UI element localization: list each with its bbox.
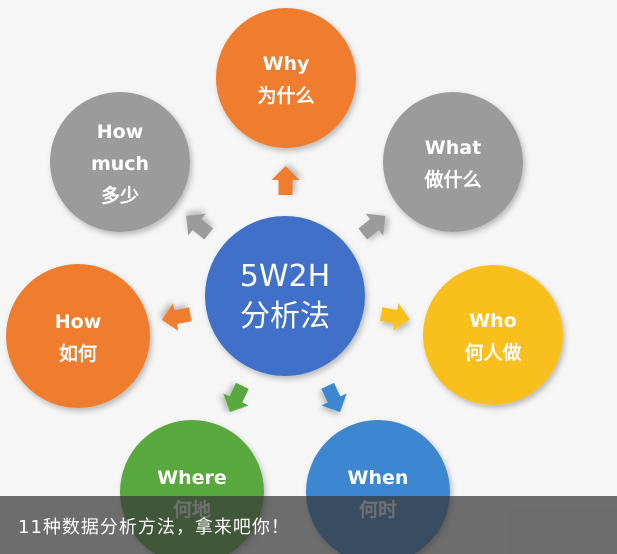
- node-label-why-1: 为什么: [257, 84, 314, 107]
- node-label-what-1: 做什么: [423, 168, 481, 191]
- arrow-shape-what: [358, 213, 386, 240]
- node-circle-how: [6, 264, 150, 408]
- arrow-to-how-much: [186, 213, 214, 240]
- arrow-to-who: [379, 303, 410, 331]
- node-label-who-0: Who: [469, 310, 517, 332]
- arrow-to-when: [321, 382, 347, 413]
- arrow-shape-who: [379, 303, 410, 331]
- node-label-who-1: 何人做: [464, 341, 521, 364]
- arrow-to-how: [161, 303, 192, 331]
- center-title: 5W2H: [240, 259, 330, 294]
- node-why: Why 为什么: [216, 8, 356, 148]
- arrow-shape-how: [161, 303, 192, 331]
- arrow-to-what: [358, 213, 386, 240]
- node-label-what-0: What: [425, 137, 481, 159]
- caption-text: 11种数据分析方法，拿来吧你！: [18, 517, 290, 538]
- node-how: How 如何: [6, 264, 150, 408]
- node-label-why-0: Why: [263, 53, 310, 75]
- node-who: Who 何人做: [423, 265, 563, 405]
- node-circle-how-much: [50, 92, 190, 232]
- arrow-shape-why: [271, 166, 300, 196]
- node-label-how-much-1: much: [91, 153, 149, 175]
- center-node: 5W2H 分析法: [205, 216, 365, 376]
- arrow-to-where: [223, 382, 249, 413]
- node-label-how-1: 如何: [59, 342, 97, 365]
- center-circle: [205, 216, 365, 376]
- arrow-shape-where: [223, 382, 249, 413]
- node-label-when-0: When: [348, 467, 409, 489]
- node-label-where-0: Where: [157, 467, 227, 489]
- node-what: What 做什么: [383, 92, 523, 232]
- node-circle-why: [216, 8, 356, 148]
- node-circle-who: [423, 265, 563, 405]
- node-label-how-0: How: [55, 311, 102, 333]
- node-label-how-much-0: How: [97, 121, 144, 143]
- node-label-how-much-2: 多少: [101, 184, 139, 207]
- arrow-shape-how-much: [186, 213, 214, 240]
- arrow-shape-when: [321, 382, 347, 413]
- node-circle-what: [383, 92, 523, 232]
- node-how-much: How much 多少: [50, 92, 190, 232]
- caption-bar: 11种数据分析方法，拿来吧你！: [0, 496, 617, 554]
- center-subtitle: 分析法: [240, 299, 330, 334]
- arrow-to-why: [271, 166, 300, 196]
